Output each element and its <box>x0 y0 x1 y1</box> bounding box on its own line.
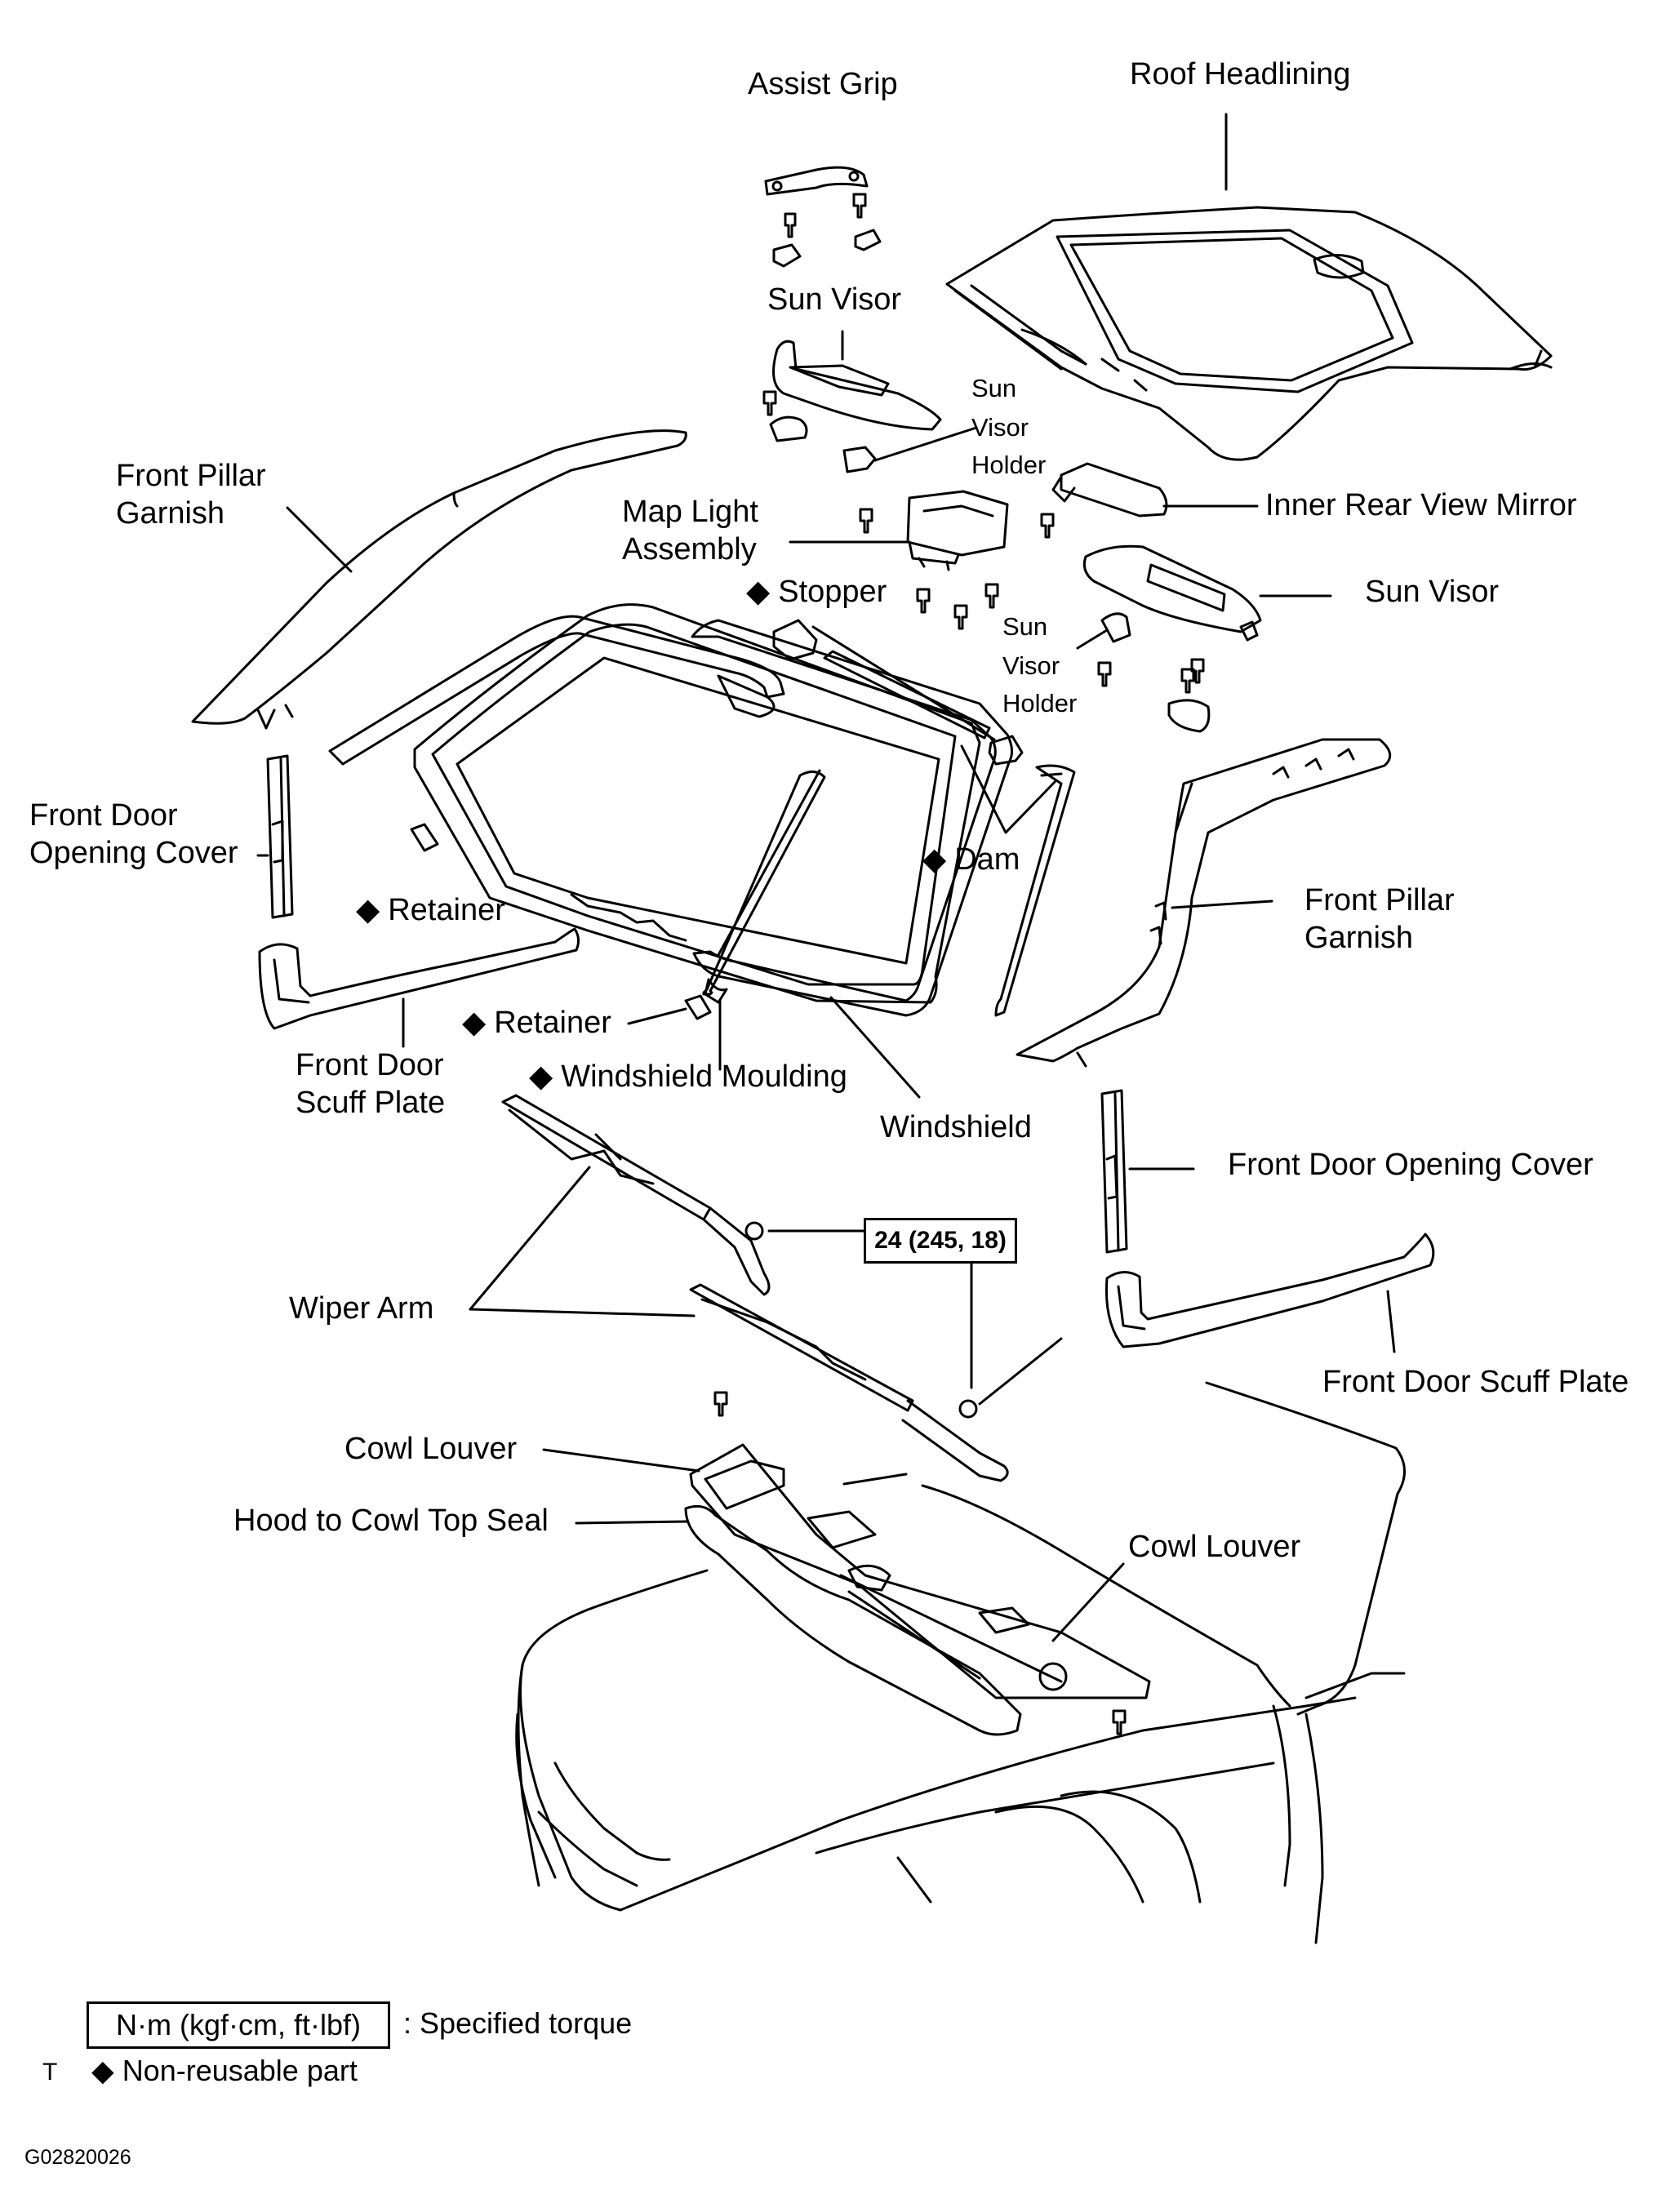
label-map-light-line1: Map Light <box>622 495 758 529</box>
legend-nonreusable: ◆Non-reusable part <box>91 2052 358 2090</box>
legend-unit-box: N·m (kgf·cm, ft·lbf) <box>87 2001 390 2049</box>
screws-center <box>916 583 1205 687</box>
label-front-pillar-right-line2: Garnish <box>1304 921 1414 955</box>
sun-visor-left-part <box>762 340 942 473</box>
label-windshield-moulding: ◆Windshield Moulding <box>529 1058 847 1095</box>
wiper-arm-lower-part <box>689 1283 1009 1482</box>
label-front-door-scuff-left-line2: Scuff Plate <box>296 1086 446 1120</box>
leader-stopper <box>811 625 996 741</box>
label-inner-rear-view-mirror: Inner Rear View Mirror <box>1265 488 1577 522</box>
legend-mark: T <box>42 2059 58 2086</box>
label-sun-visor-holder-left-line2: Visor <box>971 413 1029 442</box>
inner-rear-view-mirror-part <box>1040 462 1168 539</box>
label-front-pillar-left-line1: Front Pillar <box>116 459 266 493</box>
label-wiper-arm: Wiper Arm <box>289 1291 434 1326</box>
diamond-icon: ◆ <box>922 842 947 877</box>
sun-visor-right-part <box>1082 544 1262 733</box>
figure-code: G02820026 <box>24 2146 131 2169</box>
label-retainer-1: ◆Retainer <box>356 891 505 929</box>
label-dam-text: Dam <box>954 842 1020 877</box>
diamond-icon: ◆ <box>529 1060 553 1094</box>
label-roof-headlining: Roof Headlining <box>1130 57 1351 91</box>
label-sun-visor-holder-left-line1: Sun <box>971 374 1017 402</box>
label-sun-visor-holder-left-line3: Holder <box>971 451 1047 479</box>
label-front-door-scuff-left-line1: Front Door <box>296 1048 444 1082</box>
roof-headlining-part <box>945 206 1553 461</box>
car-body-outline <box>515 1381 1406 1944</box>
front-door-scuff-plate-left-part <box>258 927 580 1030</box>
diamond-icon: ◆ <box>746 575 771 609</box>
leader-sun-visor-holder-right <box>1076 629 1109 650</box>
leader-retainer-2 <box>627 1007 687 1025</box>
front-pillar-garnish-right-part <box>1016 738 1392 1068</box>
map-light-part <box>859 490 1009 571</box>
leader-front-door-scuff-right <box>1386 1290 1396 1353</box>
leader-cowl-center <box>842 1473 908 1486</box>
label-hood-cowl-seal: Hood to Cowl Top Seal <box>233 1504 549 1538</box>
leader-wiper-upper <box>469 1166 591 1311</box>
dam-part <box>691 619 1076 1017</box>
front-door-opening-cover-left-part <box>266 754 294 919</box>
stopper-part <box>772 619 1024 766</box>
label-front-door-opening-right: Front Door Opening Cover <box>1228 1148 1593 1182</box>
label-dam: ◆Dam <box>922 841 1020 878</box>
hood-cowl-seal-part <box>684 1504 1022 1736</box>
leader-hood-seal <box>575 1520 689 1525</box>
label-sun-visor-right: Sun Visor <box>1365 575 1500 609</box>
windshield-moulding-part <box>328 615 826 1004</box>
label-front-door-scuff-right: Front Door Scuff Plate <box>1322 1365 1629 1399</box>
legend-unit-desc: : Specified torque <box>403 2006 633 2040</box>
label-sun-visor-left: Sun Visor <box>767 282 902 317</box>
assist-grip-part <box>764 166 882 268</box>
label-retainer-2-text: Retainer <box>494 1006 611 1040</box>
leader-dam <box>960 744 1056 834</box>
label-cowl-louver-2: Cowl Louver <box>1128 1530 1301 1564</box>
torque-spec-box: 24 (245, 18) <box>864 1218 1017 1264</box>
label-map-light-line2: Assembly <box>622 532 757 566</box>
leader-front-pillar-left <box>286 506 353 573</box>
front-door-opening-cover-right-part <box>1100 1089 1128 1254</box>
label-sun-visor-holder-right-line3: Holder <box>1002 689 1078 717</box>
label-sun-visor-holder-right-line1: Sun <box>1002 612 1048 641</box>
label-front-pillar-right-line1: Front Pillar <box>1304 883 1455 917</box>
label-sun-visor-holder-right-line2: Visor <box>1002 651 1060 680</box>
label-front-door-opening-left-line2: Opening Cover <box>29 836 238 870</box>
diamond-icon: ◆ <box>91 2054 114 2087</box>
retainer-part <box>410 823 712 1020</box>
cowl-louver-part <box>689 1391 1151 1735</box>
windshield-glass-part <box>413 603 981 1004</box>
front-pillar-garnish-left-part <box>191 429 687 730</box>
leader-cowl-louver-1 <box>542 1448 700 1473</box>
label-assist-grip: Assist Grip <box>748 67 898 101</box>
label-front-pillar-left-line2: Garnish <box>116 496 225 531</box>
label-retainer-2: ◆Retainer <box>462 1004 611 1042</box>
label-front-door-opening-left-line1: Front Door <box>29 798 178 833</box>
legend-nonreusable-text: Non-reusable part <box>122 2054 358 2087</box>
label-windshield: Windshield <box>880 1110 1032 1144</box>
leader-front-pillar-right <box>1171 900 1273 909</box>
label-windshield-moulding-text: Windshield Moulding <box>561 1060 847 1094</box>
leader-windshield <box>829 996 921 1099</box>
front-door-scuff-plate-right-part <box>1104 1233 1435 1348</box>
leader-sun-visor-holder-left <box>873 426 978 462</box>
leader-wiper-lower <box>469 1308 696 1317</box>
label-stopper: ◆Stopper <box>746 573 887 611</box>
diamond-icon: ◆ <box>462 1006 487 1040</box>
diamond-icon: ◆ <box>356 893 380 927</box>
label-stopper-text: Stopper <box>778 575 887 609</box>
label-cowl-louver-1: Cowl Louver <box>344 1432 518 1466</box>
leader-cowl-louver-2 <box>1051 1562 1125 1642</box>
label-retainer-1-text: Retainer <box>388 893 505 927</box>
wiper-arm-upper-part <box>501 1094 771 1296</box>
leader-torque-hood <box>978 1337 1063 1406</box>
